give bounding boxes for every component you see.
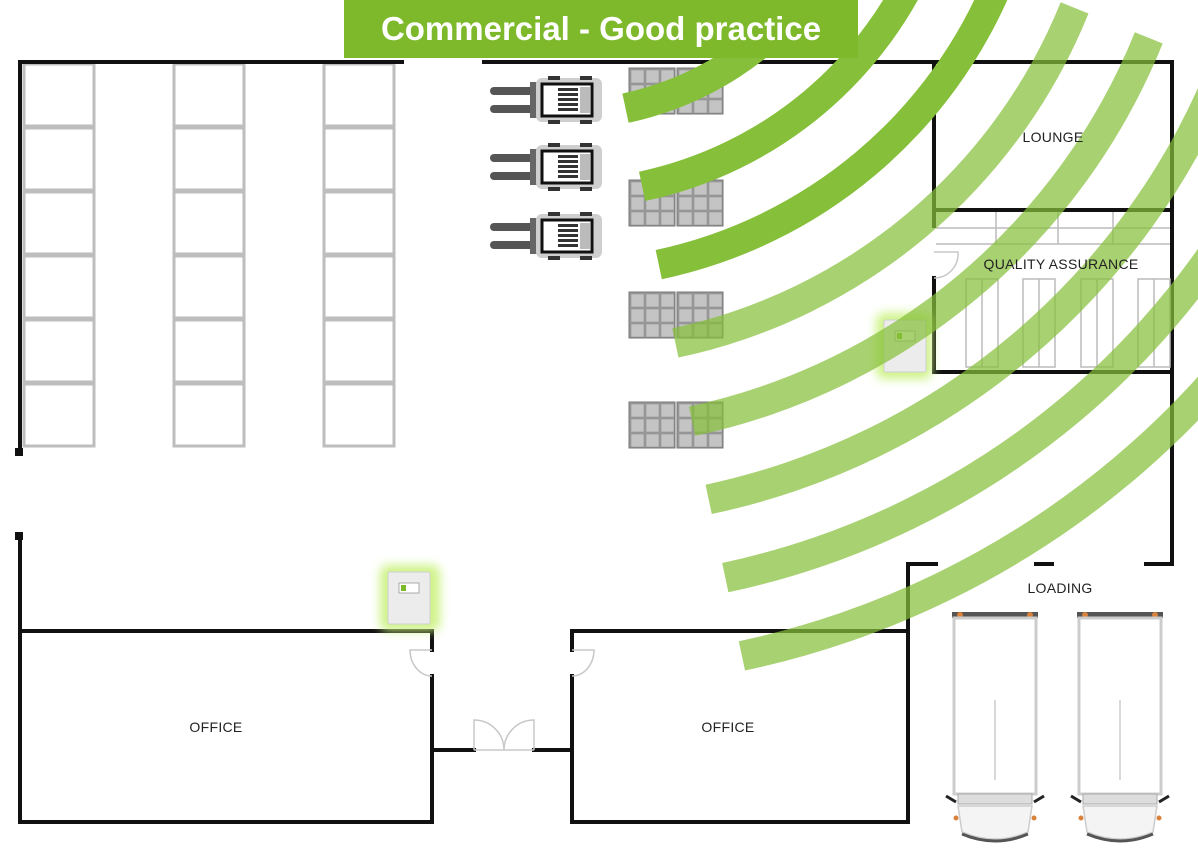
rack-bay xyxy=(322,126,396,192)
rack-bay xyxy=(172,62,246,128)
corridor-wall xyxy=(532,674,574,752)
forklift-icon xyxy=(490,76,602,124)
truck-icon xyxy=(1070,612,1170,843)
signal-wave-icon xyxy=(688,32,1163,436)
trucks xyxy=(945,612,1170,843)
door-icon xyxy=(933,251,959,279)
office-left-wall xyxy=(18,629,434,652)
rack-column xyxy=(172,62,246,448)
wall-post xyxy=(15,448,23,456)
room-label-office-left: OFFICE xyxy=(189,719,242,735)
rack-bay xyxy=(172,126,246,192)
rack-bay xyxy=(22,62,96,128)
double-door-icon xyxy=(473,719,535,751)
door-icon xyxy=(571,649,595,677)
rack-bay xyxy=(322,190,396,256)
title-banner: Commercial - Good practice xyxy=(344,0,858,58)
rack-bay xyxy=(22,254,96,320)
rack-column xyxy=(322,62,396,448)
rack-bay xyxy=(322,382,396,448)
forklifts xyxy=(490,76,602,260)
rack-bay xyxy=(22,318,96,384)
signal-wave-icon xyxy=(672,2,1089,358)
loading-wall xyxy=(906,562,938,824)
rack-bay xyxy=(322,254,396,320)
room-label-loading: LOADING xyxy=(1027,580,1092,596)
signal-wave-icon xyxy=(738,376,1198,671)
signal-wave-icon xyxy=(722,248,1198,593)
page-title: Commercial - Good practice xyxy=(380,10,822,47)
storage-racks xyxy=(22,62,396,448)
rack-bay xyxy=(22,382,96,448)
door-icon xyxy=(409,649,433,677)
room-label-office-right: OFFICE xyxy=(701,719,754,735)
rack-bay xyxy=(22,126,96,192)
room-label-lounge: LOUNGE xyxy=(1023,129,1084,145)
rack-bay xyxy=(22,190,96,256)
room-label-quality-assurance: QUALITY ASSURANCE xyxy=(984,256,1139,272)
rack-bay xyxy=(172,190,246,256)
outer-wall-left-lower xyxy=(18,534,476,824)
east-wall xyxy=(1144,370,1174,566)
truck-icon xyxy=(945,612,1045,843)
forklift-icon xyxy=(490,212,602,260)
signal-wave-icon xyxy=(655,0,1008,280)
rack-bay xyxy=(172,318,246,384)
access-point-office xyxy=(380,565,440,631)
rack-bay xyxy=(322,62,396,128)
rack-column xyxy=(22,62,96,448)
forklift-icon xyxy=(490,143,602,191)
rack-bay xyxy=(172,382,246,448)
access-point-icon xyxy=(387,571,431,625)
rack-bay xyxy=(322,318,396,384)
doors xyxy=(409,74,959,751)
rack-bay xyxy=(172,254,246,320)
